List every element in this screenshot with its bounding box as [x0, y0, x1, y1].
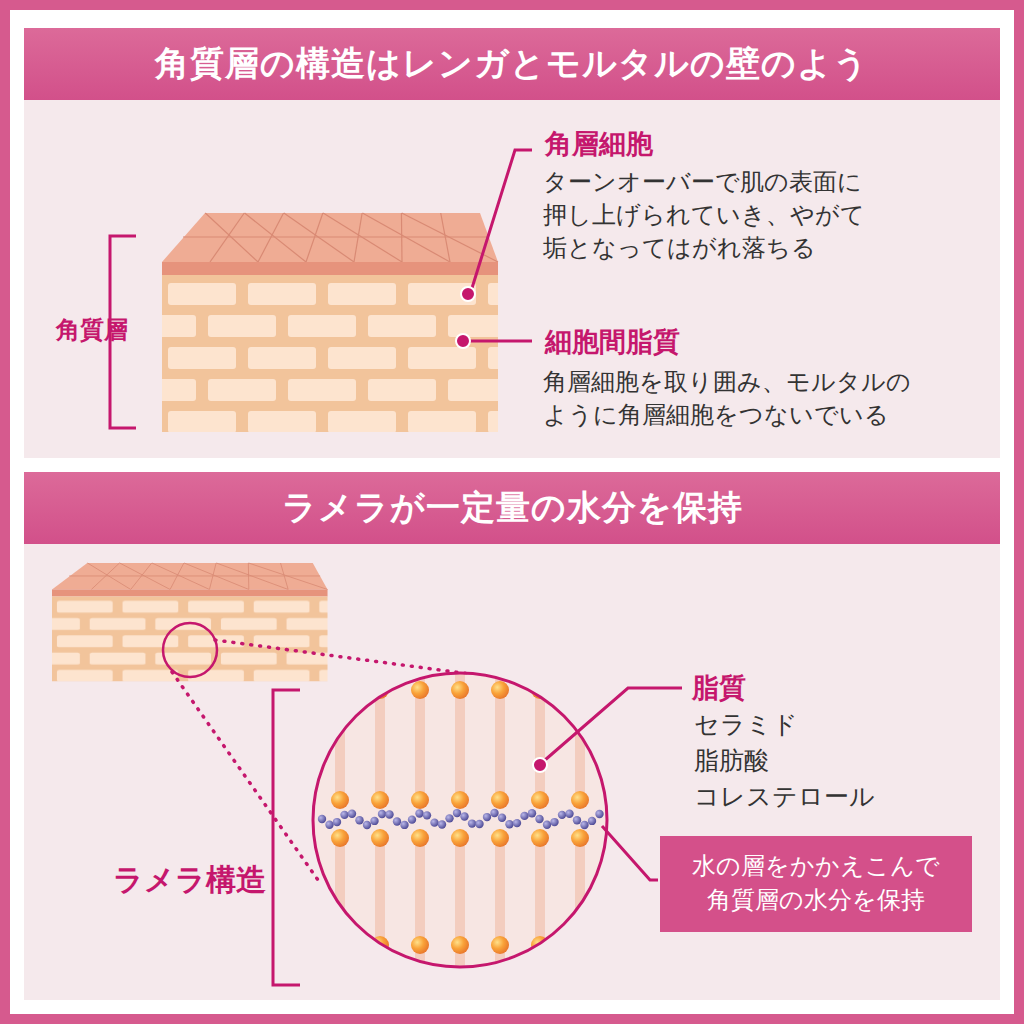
callout-body: 角層細胞を取り囲み、モルタルの ように角層細胞をつないでいる: [543, 366, 993, 432]
structure-label: ラメラ構造: [113, 860, 266, 901]
callout-body: ターンオーバーで肌の表面に 押し上げられていき、やがて 垢となってはがれ落ちる: [543, 166, 988, 265]
lipid-item: 脂肪酸: [694, 744, 769, 779]
layer-label: 角質層: [56, 314, 128, 346]
note-box: 水の層をかかえこんで 角質層の水分を保持: [660, 836, 972, 932]
node-text: 角質層の構造はレンガとモルタルの壁のよう: [155, 41, 869, 87]
section-header: 角質層の構造はレンガとモルタルの壁のよう: [24, 28, 1000, 100]
callout-heading: 脂質: [692, 670, 746, 706]
section-header: ラメラが一定量の水分を保持: [24, 472, 1000, 544]
callout-heading: 角層細胞: [545, 126, 653, 162]
callout-heading: 細胞間脂質: [545, 324, 680, 360]
lipid-item: セラミド: [694, 708, 798, 743]
node-text: 水の層をかかえこんで 角質層の水分を保持: [674, 850, 958, 917]
node-text: ラメラが一定量の水分を保持: [282, 485, 743, 531]
lipid-item: コレステロール: [694, 780, 875, 815]
